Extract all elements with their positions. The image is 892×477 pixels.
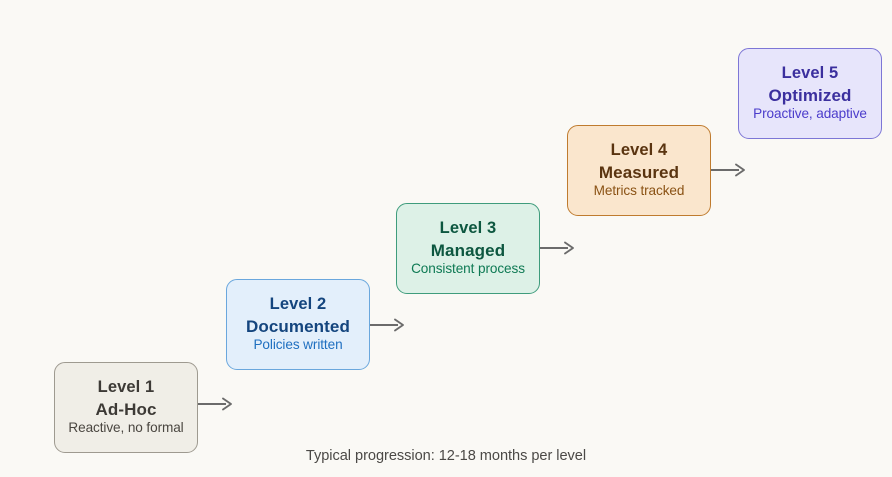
level-description-3: Consistent process [411, 261, 525, 277]
level-number-3: Level 3 [439, 219, 497, 238]
arrow-level-4-to-5 [711, 159, 747, 181]
level-description-5: Proactive, adaptive [753, 106, 867, 122]
level-name-1: Ad-Hoc [95, 399, 157, 419]
level-number-2: Level 2 [269, 295, 327, 314]
arrow-level-1-to-2 [198, 393, 234, 415]
level-name-5: Optimized [768, 85, 852, 105]
level-number-4: Level 4 [610, 141, 668, 160]
diagram-caption: Typical progression: 12-18 months per le… [305, 448, 587, 464]
level-box-4[interactable]: Level 4 Measured Metrics tracked [567, 125, 711, 216]
level-number-1: Level 1 [97, 378, 155, 397]
arrow-level-3-to-4 [540, 237, 576, 259]
level-name-3: Managed [430, 240, 506, 260]
level-description-1: Reactive, no formal [68, 420, 184, 436]
level-box-2[interactable]: Level 2 Documented Policies written [226, 279, 370, 370]
level-box-5[interactable]: Level 5 Optimized Proactive, adaptive [738, 48, 882, 139]
level-name-4: Measured [598, 162, 680, 182]
level-description-4: Metrics tracked [593, 183, 685, 199]
level-name-2: Documented [246, 316, 350, 336]
level-number-5: Level 5 [781, 64, 839, 83]
level-box-1[interactable]: Level 1 Ad-Hoc Reactive, no formal [54, 362, 198, 453]
level-box-3[interactable]: Level 3 Managed Consistent process [396, 203, 540, 294]
level-description-2: Policies written [253, 337, 343, 353]
arrow-level-2-to-3 [370, 314, 406, 336]
